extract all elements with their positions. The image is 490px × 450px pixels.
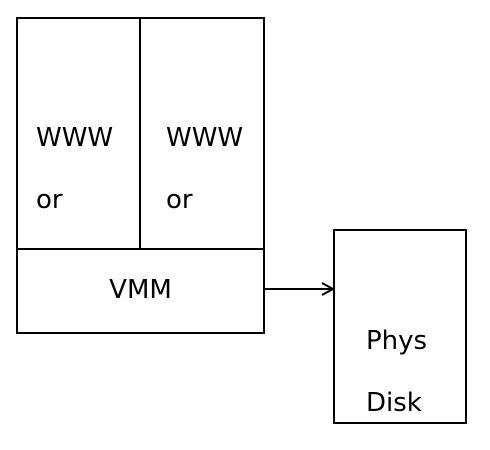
phys-disk-line-1: Phys bbox=[366, 326, 428, 356]
vmm-box: VMM bbox=[16, 248, 265, 334]
vmm-label: VMM bbox=[109, 275, 172, 305]
vm-right-line-1: WWW bbox=[166, 123, 244, 153]
phys-disk-line-2: Disk bbox=[366, 388, 422, 418]
vmm-to-disk-arrow bbox=[264, 282, 336, 296]
phys-disk-label: Phys Disk bbox=[366, 295, 427, 450]
phys-disk-box: Phys Disk bbox=[333, 229, 467, 424]
vm-left-line-1: WWW bbox=[36, 123, 114, 153]
vm-left-line-2: or bbox=[36, 185, 63, 215]
vm-box-left: WWW or DB bbox=[16, 17, 141, 277]
vm-box-right: WWW or DB bbox=[139, 17, 265, 277]
vm-right-line-2: or bbox=[166, 185, 193, 215]
